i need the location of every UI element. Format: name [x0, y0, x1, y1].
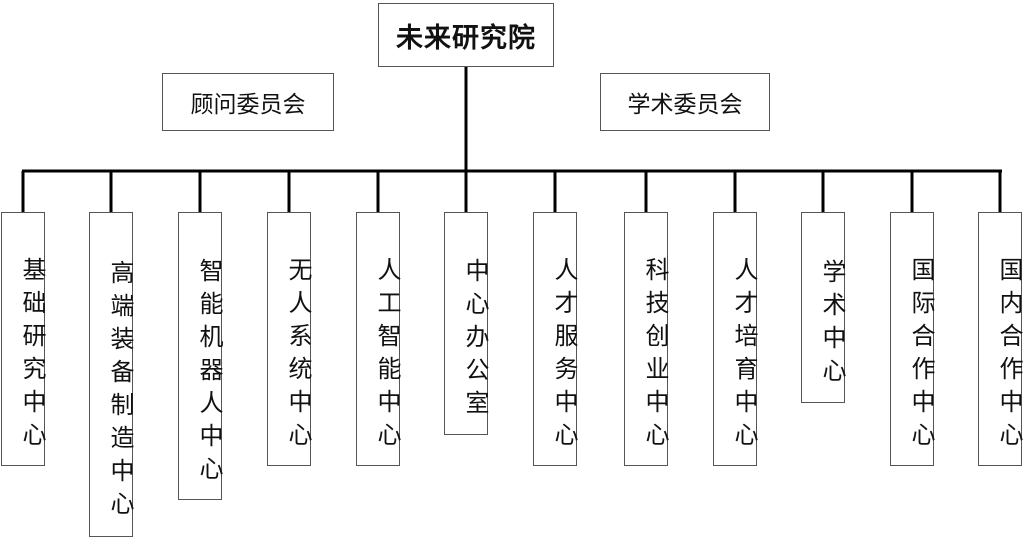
dept-label: 中心办公室	[461, 258, 489, 423]
dept-talent-cultivation: 人才培育中心	[713, 212, 758, 466]
dept-artificial-intelligence: 人工智能中心	[356, 212, 401, 466]
dept-high-end-equipment: 高端装备制造中心	[89, 212, 134, 537]
committee-label: 顾问委员会	[190, 92, 306, 118]
advisory-committee-box: 顾问委员会	[162, 73, 334, 131]
dept-label: 国内合作中心	[995, 257, 1023, 455]
dept-label: 高端装备制造中心	[106, 259, 134, 524]
dept-academic: 学术中心	[801, 212, 846, 403]
dept-label: 基础研究中心	[18, 257, 46, 455]
dept-label: 人才培育中心	[730, 257, 758, 455]
dept-international-cooperation: 国际合作中心	[890, 212, 935, 466]
dept-domestic-cooperation: 国内合作中心	[978, 212, 1023, 466]
dept-label: 人工智能中心	[373, 257, 401, 455]
committee-label: 学术委员会	[627, 92, 743, 118]
dept-basic-research: 基础研究中心	[1, 212, 46, 466]
dept-label: 学术中心	[818, 258, 846, 391]
dept-label: 科技创业中心	[641, 257, 669, 455]
dept-center-office: 中心办公室	[444, 212, 489, 435]
academic-committee-box: 学术委员会	[600, 73, 770, 131]
root-label: 未来研究院	[396, 22, 536, 54]
dept-unmanned-systems: 无人系统中心	[267, 212, 312, 466]
dept-label: 无人系统中心	[284, 257, 312, 455]
dept-talent-service: 人才服务中心	[533, 212, 578, 466]
dept-label: 国际合作中心	[907, 257, 935, 455]
dept-label: 智能机器人中心	[195, 257, 223, 489]
dept-tech-startup: 科技创业中心	[624, 212, 669, 466]
dept-intelligent-robot: 智能机器人中心	[178, 212, 223, 500]
dept-label: 人才服务中心	[550, 257, 578, 455]
root-node: 未来研究院	[378, 3, 554, 67]
